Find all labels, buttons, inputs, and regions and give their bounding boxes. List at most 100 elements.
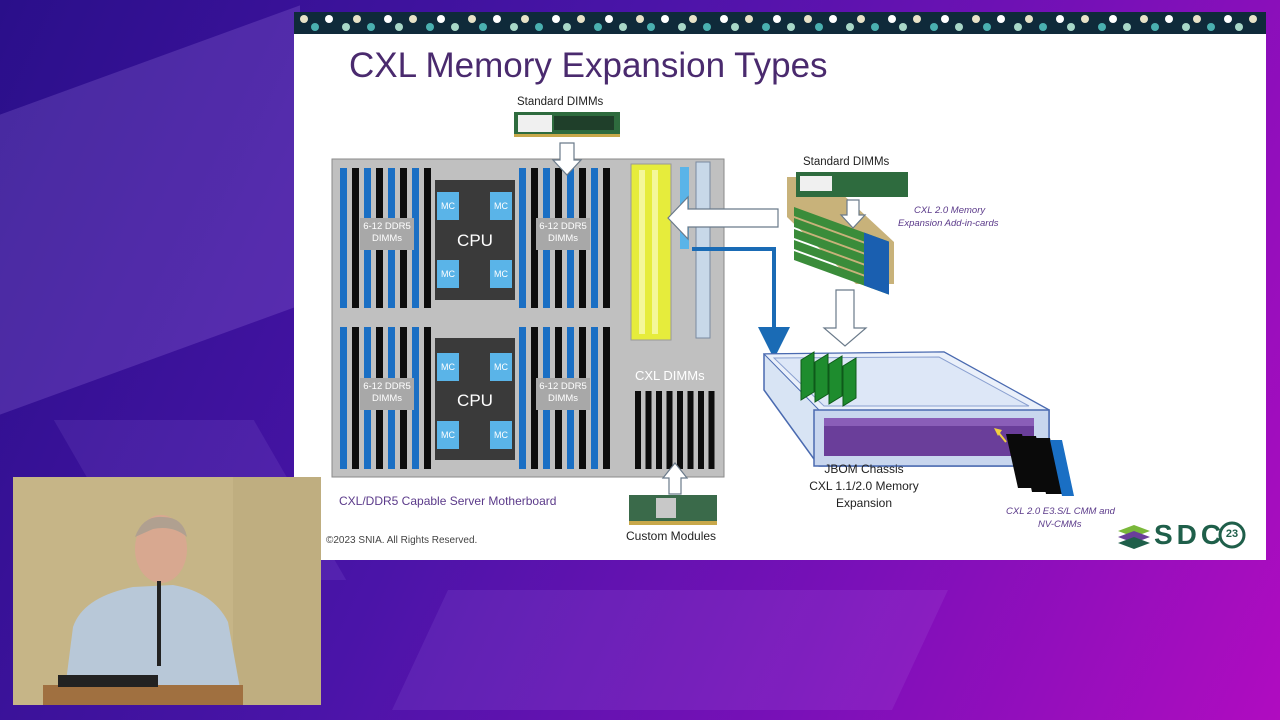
label-e3s-line2: NV-CMMs	[1038, 519, 1082, 530]
label-standard-dimms-top: Standard DIMMs	[517, 96, 604, 108]
cxl-dimm-slots	[631, 359, 717, 469]
background-shape	[392, 590, 948, 710]
header-dot	[1067, 23, 1075, 31]
label-mc: MC	[441, 269, 455, 279]
cxl-dimm-slot	[687, 391, 694, 469]
dimm-slot	[519, 168, 526, 308]
label-ddr5-top-left: 6-12 DDR5 DIMMs	[363, 221, 411, 244]
copyright-text: ©2023 SNIA. All Rights Reserved.	[326, 535, 478, 546]
header-dot	[762, 23, 770, 31]
dimm-slot	[412, 168, 419, 308]
label-custom-modules: Custom Modules	[626, 529, 717, 543]
background-shape	[0, 5, 300, 415]
memory-controller	[437, 421, 459, 449]
header-dot	[857, 15, 865, 23]
jbom-chassis	[762, 351, 1050, 467]
cxl-dimm-slot	[666, 391, 673, 469]
header-dot	[888, 15, 896, 23]
sdc-logo-badge: 23	[1225, 528, 1239, 540]
cxl-dimm-slot	[635, 391, 641, 469]
label-ddr5-bottom-right: 6-12 DDR5 DIMMs	[539, 381, 587, 404]
header-dot	[535, 23, 543, 31]
cxl-dimm-slot	[656, 391, 662, 469]
header-dot	[1249, 15, 1257, 23]
cpu-bottom	[435, 338, 515, 460]
header-dot	[930, 23, 938, 31]
dimm-slot	[603, 327, 610, 469]
header-dot	[342, 23, 350, 31]
header-dot	[594, 23, 602, 31]
header-dot	[720, 15, 728, 23]
label-ddr5-top-right: 6-12 DDR5 DIMMs	[539, 221, 587, 244]
arrow-left-to-pcie	[667, 195, 779, 241]
header-dot	[367, 23, 375, 31]
label-cpu-bottom: CPU	[457, 391, 493, 410]
header-dot	[619, 23, 627, 31]
header-dot	[955, 23, 963, 31]
header-dot	[1039, 23, 1047, 31]
header-dot	[468, 15, 476, 23]
header-dot	[552, 15, 560, 23]
dimm-slot	[519, 327, 526, 469]
header-dot	[510, 23, 518, 31]
header-dot	[493, 15, 501, 23]
slide-title: CXL Memory Expansion Types	[349, 46, 828, 85]
label-jbom-line3: Expansion	[835, 496, 893, 510]
label-jbom-line2: CXL 1.1/2.0 Memory	[809, 479, 919, 493]
label-jbom-line1: JBOM Chassis	[824, 462, 904, 476]
dimm-slot	[591, 168, 598, 308]
memory-controller	[490, 421, 512, 449]
diagram-canvas	[331, 112, 1074, 525]
header-dot	[745, 15, 753, 23]
dimm-slot	[424, 168, 431, 308]
header-dot	[678, 23, 686, 31]
header-dot	[311, 23, 319, 31]
header-dot	[577, 15, 585, 23]
header-dot	[451, 23, 459, 31]
header-dot	[731, 23, 739, 31]
cxl-dimm-slot	[698, 391, 704, 469]
label-e3s-line1: CXL 2.0 E3.S/L CMM and	[1006, 506, 1115, 517]
arrow-down-to-jbom	[822, 289, 868, 347]
presentation-slide: CXL Memory Expansion Types	[294, 12, 1266, 560]
addin-card-image	[787, 172, 908, 295]
dimm-slot	[340, 168, 347, 308]
slide-header-band	[294, 12, 1266, 34]
header-dot	[1235, 23, 1243, 31]
arrow-down-addin	[839, 199, 867, 229]
dimm-slot	[531, 168, 538, 308]
header-dot	[395, 23, 403, 31]
header-dot	[647, 23, 655, 31]
header-dot	[409, 15, 417, 23]
header-dot	[787, 23, 795, 31]
header-dot	[325, 15, 333, 23]
label-mc: MC	[494, 430, 508, 440]
cpu-top	[435, 180, 515, 300]
header-dot	[1081, 15, 1089, 23]
dimm-slot	[603, 168, 610, 308]
speaker-image	[13, 477, 321, 705]
header-dot	[1109, 15, 1117, 23]
header-dot	[1182, 23, 1190, 31]
memory-controller	[490, 353, 512, 381]
custom-module-image	[629, 495, 717, 525]
arrow-up-custom	[661, 462, 689, 495]
label-mc: MC	[441, 362, 455, 372]
label-motherboard: CXL/DDR5 Capable Server Motherboard	[339, 494, 557, 508]
memory-controller	[490, 260, 512, 288]
standard-dimm-image-top	[514, 112, 620, 137]
header-dot	[563, 23, 571, 31]
header-dot	[972, 15, 980, 23]
header-dot	[773, 15, 781, 23]
header-dot	[899, 23, 907, 31]
header-dot	[479, 23, 487, 31]
sdc-logo: SDC 23	[1116, 517, 1246, 553]
header-dot	[353, 15, 361, 23]
header-dot	[1014, 23, 1022, 31]
header-dot	[1165, 15, 1173, 23]
header-dot	[437, 15, 445, 23]
pcie-slot-yellow	[630, 163, 672, 341]
header-dot	[605, 15, 613, 23]
cxl-dimm-slot	[645, 391, 652, 469]
header-dot	[1098, 23, 1106, 31]
